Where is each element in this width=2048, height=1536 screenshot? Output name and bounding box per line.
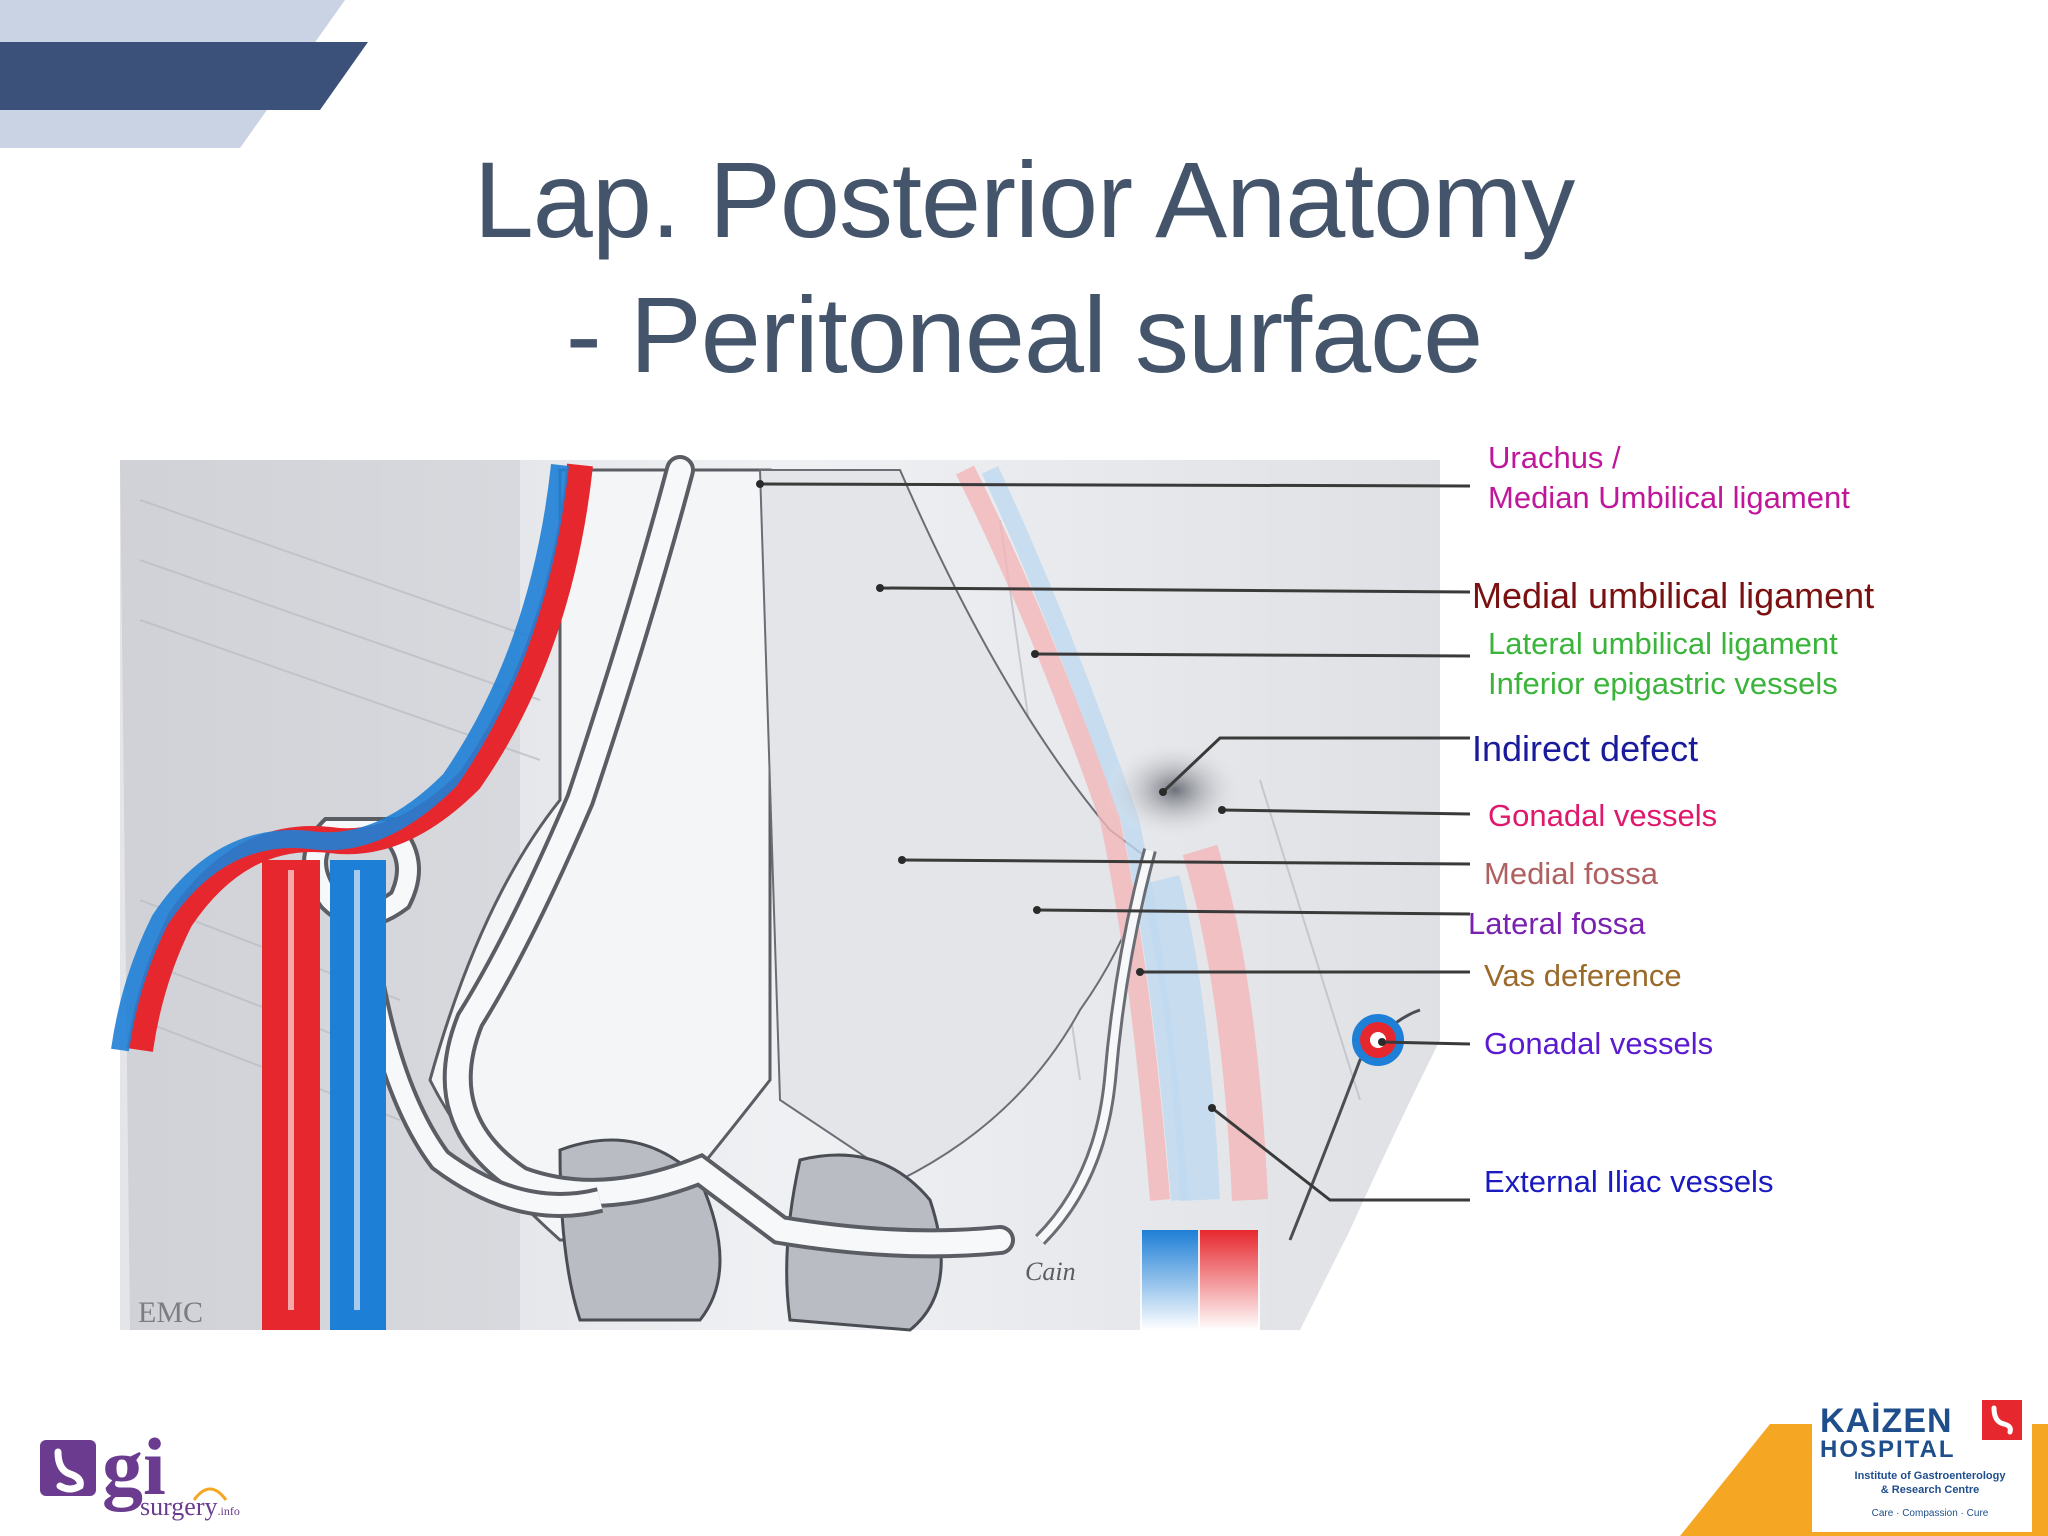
gi-logo-text: gi (102, 1421, 166, 1512)
leader-gonadal-upper (1221, 808, 1471, 816)
leader-urachus (759, 482, 1471, 488)
label-lateral-umbilical-line2: Inferior epigastric vessels (1488, 665, 1838, 701)
header-banner (0, 0, 368, 148)
label-lateral-umbilical-ligament: Lateral umbilical ligament Inferior epig… (1488, 626, 1838, 701)
label-lateral-fossa: Lateral fossa (1468, 906, 1646, 941)
gi-logo-sub: surgery.info (140, 1492, 240, 1522)
leader-gonadal-lower (1381, 1040, 1471, 1046)
label-urachus: Urachus / Median Umbilical ligament (1488, 440, 1850, 515)
label-gonadal-vessels-lower: Gonadal vessels (1484, 1026, 1714, 1061)
gi-logo-suffix: .info (217, 1504, 240, 1518)
leader-lateral-fossa (1036, 908, 1471, 916)
artist-signature: Cain (1025, 1257, 1076, 1286)
left-iliac-vessels (111, 463, 593, 1330)
leader-lateral-umbilical (1034, 652, 1471, 658)
kaizen-institute-text: Institute of Gastroenterology (1854, 1470, 2006, 1482)
kaizen-hospital-text: HOSPITAL (1820, 1436, 1956, 1463)
kaizen-name: KAİZEN (1820, 1402, 1953, 1440)
label-vas-deference: Vas deference (1484, 958, 1682, 993)
gi-surgery-logo: gi surgery.info (40, 1421, 280, 1522)
slide-title-line1: Lap. Posterior Anatomy (473, 139, 1576, 260)
label-urachus-line1: Urachus / (1488, 440, 1621, 475)
label-medial-umbilical-ligament: Medial umbilical ligament (1472, 575, 1875, 616)
label-indirect-defect: Indirect defect (1472, 728, 1699, 769)
gi-logo-sub-text: surgery (140, 1492, 218, 1521)
stomach-icon (40, 1440, 96, 1496)
kaizen-tagline: Care · Compassion · Cure (1871, 1508, 1989, 1519)
leader-external-iliac (1211, 1106, 1470, 1202)
label-medial-fossa: Medial fossa (1484, 856, 1659, 891)
kaizen-hospital-logo: KAİZEN HOSPITAL Institute of Gastroenter… (1680, 1380, 2048, 1536)
slide-title-line2: - Peritoneal surface (565, 274, 1483, 395)
label-gonadal-vessels-upper: Gonadal vessels (1488, 798, 1718, 833)
leader-indirect-defect (1161, 736, 1470, 794)
leader-medial-umbilical (879, 586, 1471, 594)
emc-signature: EMC (138, 1296, 203, 1329)
kaizen-stomach-icon (1982, 1400, 2022, 1440)
label-urachus-line2: Median Umbilical ligament (1488, 479, 1850, 515)
label-lateral-umbilical-line1: Lateral umbilical ligament (1488, 626, 1838, 661)
bladder-region (428, 468, 1152, 1332)
label-external-iliac-vessels: External Iliac vessels (1484, 1164, 1774, 1199)
kaizen-research-text: & Research Centre (1880, 1484, 1980, 1496)
leader-medial-fossa (901, 858, 1471, 866)
sun-icon (192, 1487, 228, 1501)
